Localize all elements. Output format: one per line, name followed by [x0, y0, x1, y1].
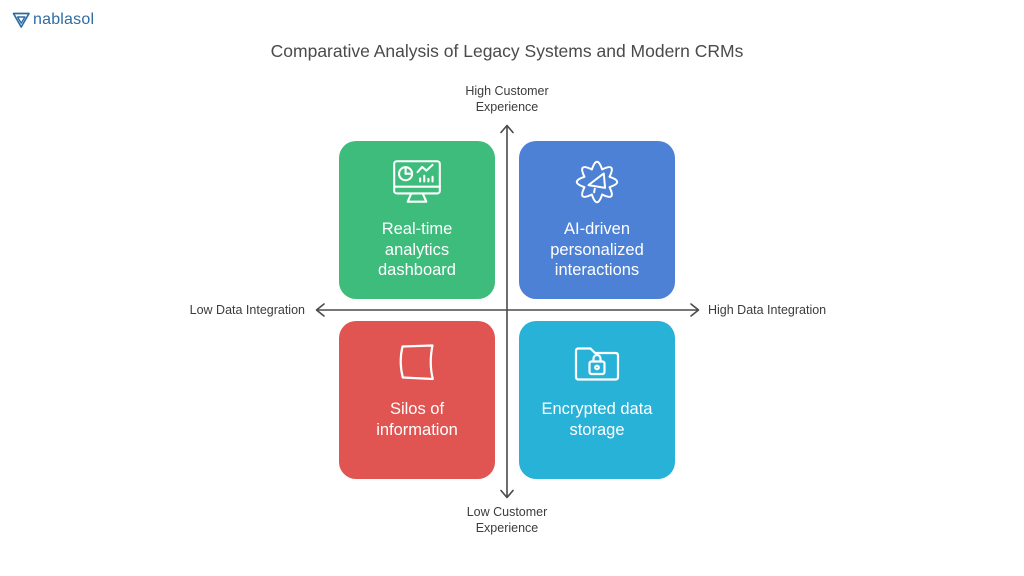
- nabla-logo-icon: [12, 12, 31, 29]
- silo-banner-icon: [390, 334, 444, 390]
- quadrant-ai-driven-interactions: AI-driven personalized interactions: [519, 141, 675, 299]
- quadrant-label: Silos of information: [376, 400, 458, 439]
- axis-label-low-data-integration: Low Data Integration: [189, 303, 305, 317]
- axis-label-low-customer-experience: Low Customer Experience: [466, 505, 548, 535]
- quadrant-label: Real-time analytics dashboard: [378, 220, 456, 279]
- axis-label-high-customer-experience: High Customer Experience: [465, 84, 549, 114]
- quadrant-real-time-analytics: Real-time analytics dashboard: [339, 141, 495, 299]
- folder-lock-icon: [570, 334, 624, 390]
- page-title: Comparative Analysis of Legacy Systems a…: [270, 41, 744, 61]
- brand-logo: nablasol: [12, 11, 94, 29]
- quadrant-encrypted-data-storage: Encrypted data storage: [519, 321, 675, 479]
- brand-name: nablasol: [33, 11, 95, 28]
- gear-megaphone-icon: [569, 154, 625, 210]
- quadrant-label: AI-driven personalized interactions: [550, 220, 644, 279]
- axis-label-high-data-integration: High Data Integration: [708, 303, 827, 317]
- quadrant-silos-of-information: Silos of information: [339, 321, 495, 479]
- quadrant-label: Encrypted data storage: [541, 400, 653, 439]
- analytics-dashboard-monitor-icon: [389, 154, 445, 210]
